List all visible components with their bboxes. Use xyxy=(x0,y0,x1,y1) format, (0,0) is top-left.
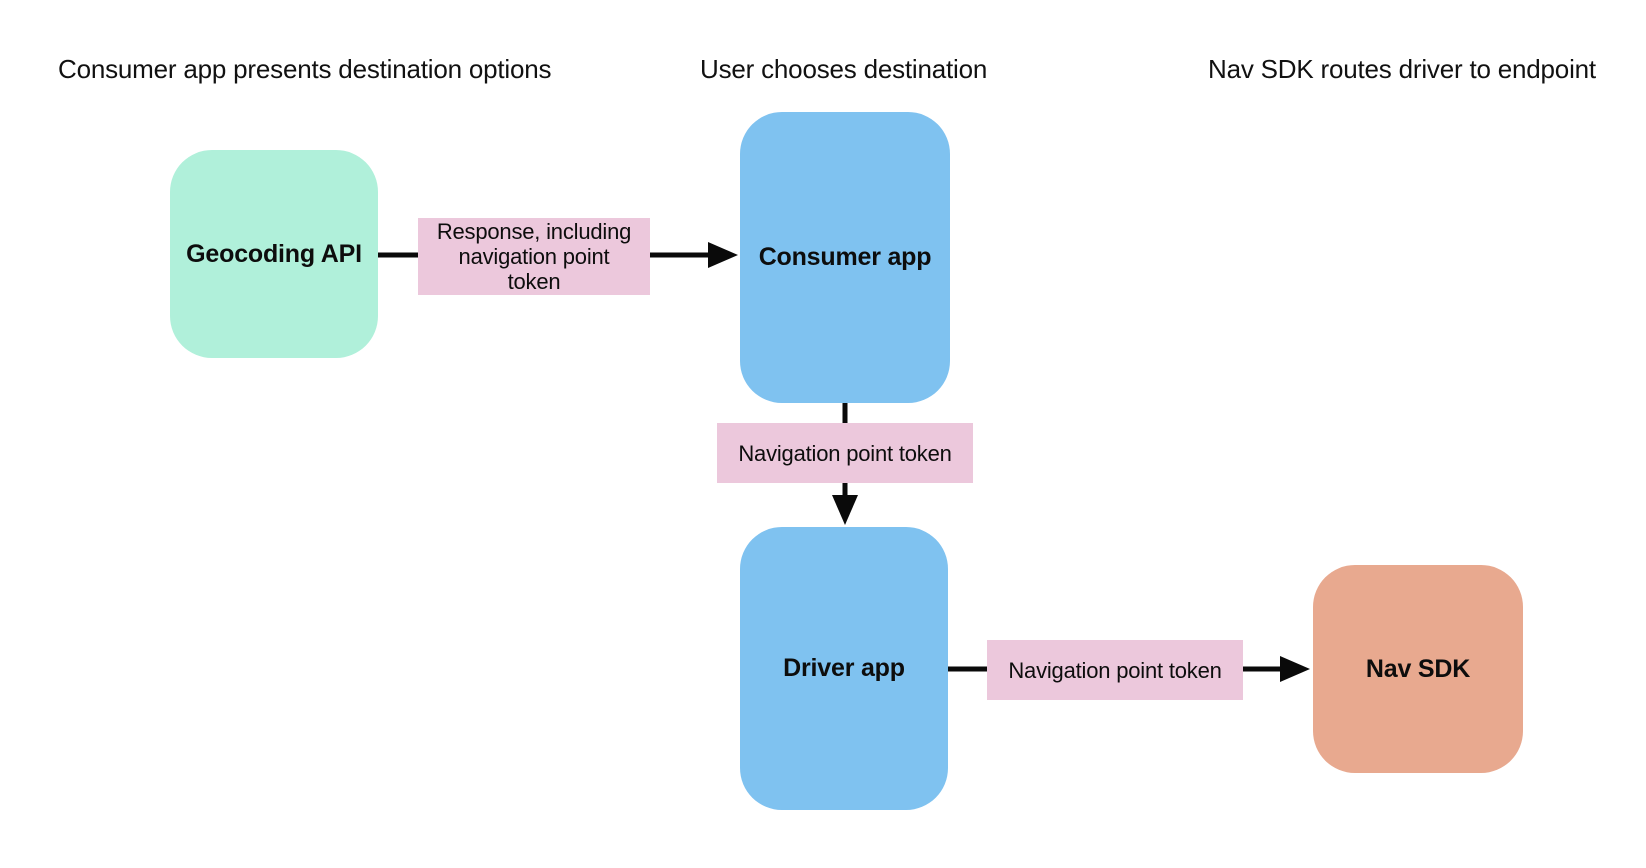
node-consumer-app-label: Consumer app xyxy=(758,243,932,271)
node-consumer-app: Consumer app xyxy=(740,112,950,403)
column-header-nav-sdk-routes: Nav SDK routes driver to endpoint xyxy=(1208,54,1596,84)
edge-label-navigation-point-token-vertical: Navigation point token xyxy=(717,423,973,483)
node-driver-app: Driver app xyxy=(740,527,948,810)
node-geocoding-api: Geocoding API xyxy=(170,150,378,358)
arrowhead-right-icon xyxy=(1280,656,1310,682)
node-nav-sdk-label: Nav SDK xyxy=(1365,654,1471,683)
column-header-consumer-presents: Consumer app presents destination option… xyxy=(58,54,552,84)
arrowhead-down-icon xyxy=(832,495,858,525)
node-driver-app-label: Driver app xyxy=(783,654,905,682)
column-header-user-chooses: User chooses destination xyxy=(700,54,988,84)
edge-label-navigation-point-token-horizontal: Navigation point token xyxy=(987,640,1243,700)
node-geocoding-api-label: Geocoding API xyxy=(186,239,362,268)
node-nav-sdk: Nav SDK xyxy=(1313,565,1523,773)
arrowhead-right-icon xyxy=(708,242,738,268)
edge-label-response-including-token: Response, including navigation point tok… xyxy=(418,218,650,295)
